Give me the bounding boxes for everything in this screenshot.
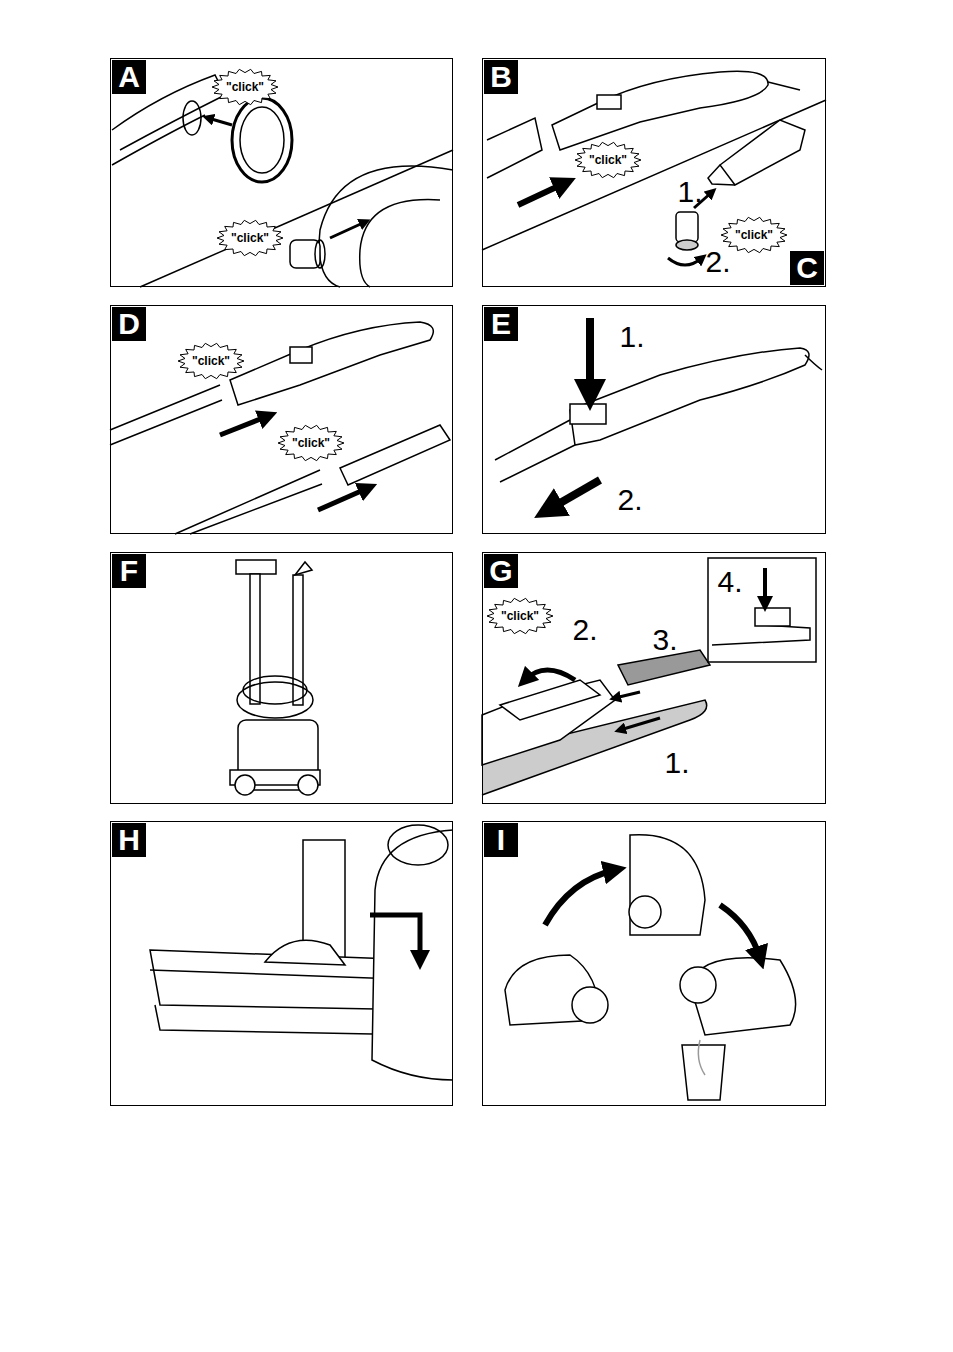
panel-letter: F (112, 554, 146, 588)
click-burst (217, 220, 283, 255)
panel-letter: D (112, 307, 146, 341)
figure-panel: H (110, 821, 453, 1106)
click-burst (487, 598, 553, 633)
click-sound-label: "click" (501, 610, 539, 622)
step-number: 2. (705, 247, 730, 277)
panel-e-art (495, 318, 822, 510)
panel-g-art (482, 558, 816, 795)
figure-panel: F (110, 552, 453, 804)
figure-panel: D (110, 305, 453, 534)
figure-panel: A (110, 58, 453, 287)
panel-letter: E (484, 307, 518, 341)
click-sound-label: "click" (589, 154, 627, 166)
panel-d-art (110, 322, 450, 534)
click-sound-label: "click" (226, 81, 264, 93)
step-number: 1. (619, 322, 644, 352)
click-sound-label: "click" (231, 232, 269, 244)
panel-f-art (230, 560, 320, 795)
click-burst (178, 343, 244, 378)
click-sound-label: "click" (292, 437, 330, 449)
figure-panel: I (482, 821, 826, 1106)
figure-panel: BC (482, 58, 826, 287)
step-number: 2. (617, 485, 642, 515)
panel-h-art (150, 825, 453, 1080)
panel-letter: B (484, 60, 518, 94)
panel-a-art (112, 75, 453, 287)
step-number: 4. (717, 567, 742, 597)
figure-panel: E (482, 305, 826, 534)
step-number: 1. (664, 748, 689, 778)
click-sound-label: "click" (192, 355, 230, 367)
click-burst (721, 217, 787, 252)
step-number: 1. (677, 177, 702, 207)
panel-letter: G (484, 554, 518, 588)
click-burst (575, 142, 641, 177)
figure-panel: G (482, 552, 826, 804)
panel-i-art (505, 835, 796, 1100)
step-number: 2. (572, 615, 597, 645)
click-burst (278, 425, 344, 460)
panel-letter: C (790, 251, 824, 285)
click-sound-label: "click" (735, 229, 773, 241)
panel-letter: I (484, 823, 518, 857)
panel-letter: H (112, 823, 146, 857)
step-number: 3. (652, 625, 677, 655)
click-burst (212, 69, 278, 104)
panel-letter: A (112, 60, 146, 94)
panel-bc-art (482, 71, 826, 265)
